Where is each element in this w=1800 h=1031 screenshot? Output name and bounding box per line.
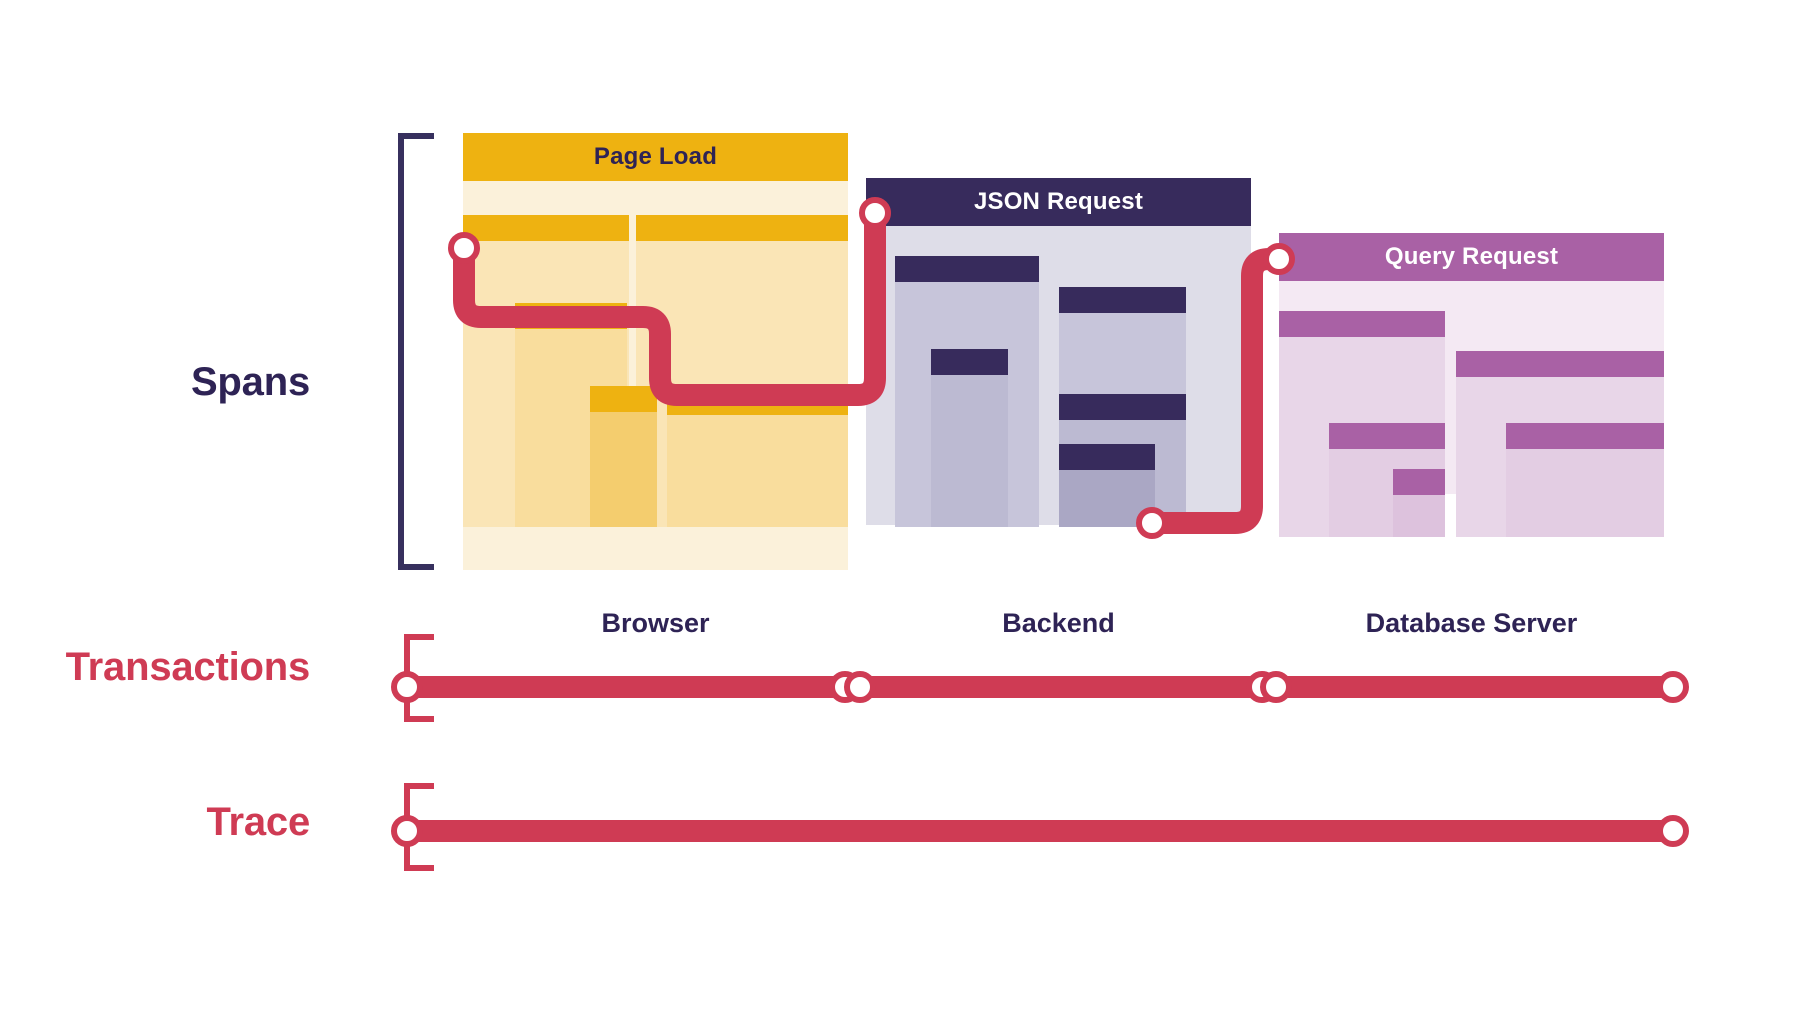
trace-endpoint-dot[interactable] (391, 815, 423, 847)
span-body-database (1279, 281, 1664, 537)
transaction-endpoint-dot[interactable] (1260, 671, 1292, 703)
span-bar-cap (1058, 394, 1186, 420)
span-bar-cap (1279, 311, 1445, 337)
service-label-database: Database Server (1365, 608, 1578, 638)
span-bar[interactable] (1392, 469, 1445, 537)
service-label-backend: Backend (1002, 608, 1115, 638)
span-bar-cap (1329, 423, 1445, 449)
service-label-browser: Browser (601, 608, 710, 638)
transaction-endpoint-dot[interactable] (1657, 671, 1689, 703)
transaction-bar[interactable] (860, 676, 1262, 698)
span-bar-cap (667, 389, 848, 415)
span-bar[interactable] (931, 349, 1009, 527)
transaction-endpoint-dot[interactable] (391, 671, 423, 703)
span-bar-cap (1058, 287, 1186, 313)
span-bar-cap (931, 349, 1009, 375)
span-bar-cap (894, 256, 1040, 282)
transactions-row-label: Transactions (65, 645, 311, 689)
span-bar-cap (1506, 423, 1664, 449)
span-bar-cap (1058, 444, 1155, 470)
connector-node-backend-to-database[interactable] (1136, 507, 1168, 539)
transaction-endpoint-dot[interactable] (844, 671, 876, 703)
spans-bracket (398, 133, 434, 570)
span-bar-cap (636, 215, 848, 241)
span-bar[interactable] (1506, 423, 1664, 537)
transaction-title-json-request: JSON Request (866, 178, 1251, 226)
transaction-title-query-request: Query Request (1279, 233, 1664, 281)
span-bar-cap (514, 303, 627, 329)
span-bar-cap (1456, 351, 1664, 377)
span-bar-cap (590, 386, 658, 412)
span-bar-cap (463, 215, 629, 241)
connector-node-browser-to-backend[interactable] (859, 197, 891, 229)
spans-row-label: Spans (190, 360, 310, 404)
span-bar[interactable] (667, 389, 848, 527)
transaction-title-page-load: Page Load (463, 133, 848, 181)
span-bar[interactable] (590, 386, 658, 527)
trace-bar[interactable] (407, 820, 1673, 842)
trace-row-label: Trace (206, 800, 310, 844)
span-body-backend (866, 226, 1251, 527)
connector-node-database-span-start[interactable] (1263, 243, 1295, 275)
transaction-bar[interactable] (407, 676, 845, 698)
span-bar-cap (1392, 469, 1445, 495)
span-body-browser (463, 181, 848, 570)
transaction-bar[interactable] (1276, 676, 1673, 698)
connector-node-browser-span-start[interactable] (448, 232, 480, 264)
trace-endpoint-dot[interactable] (1657, 815, 1689, 847)
